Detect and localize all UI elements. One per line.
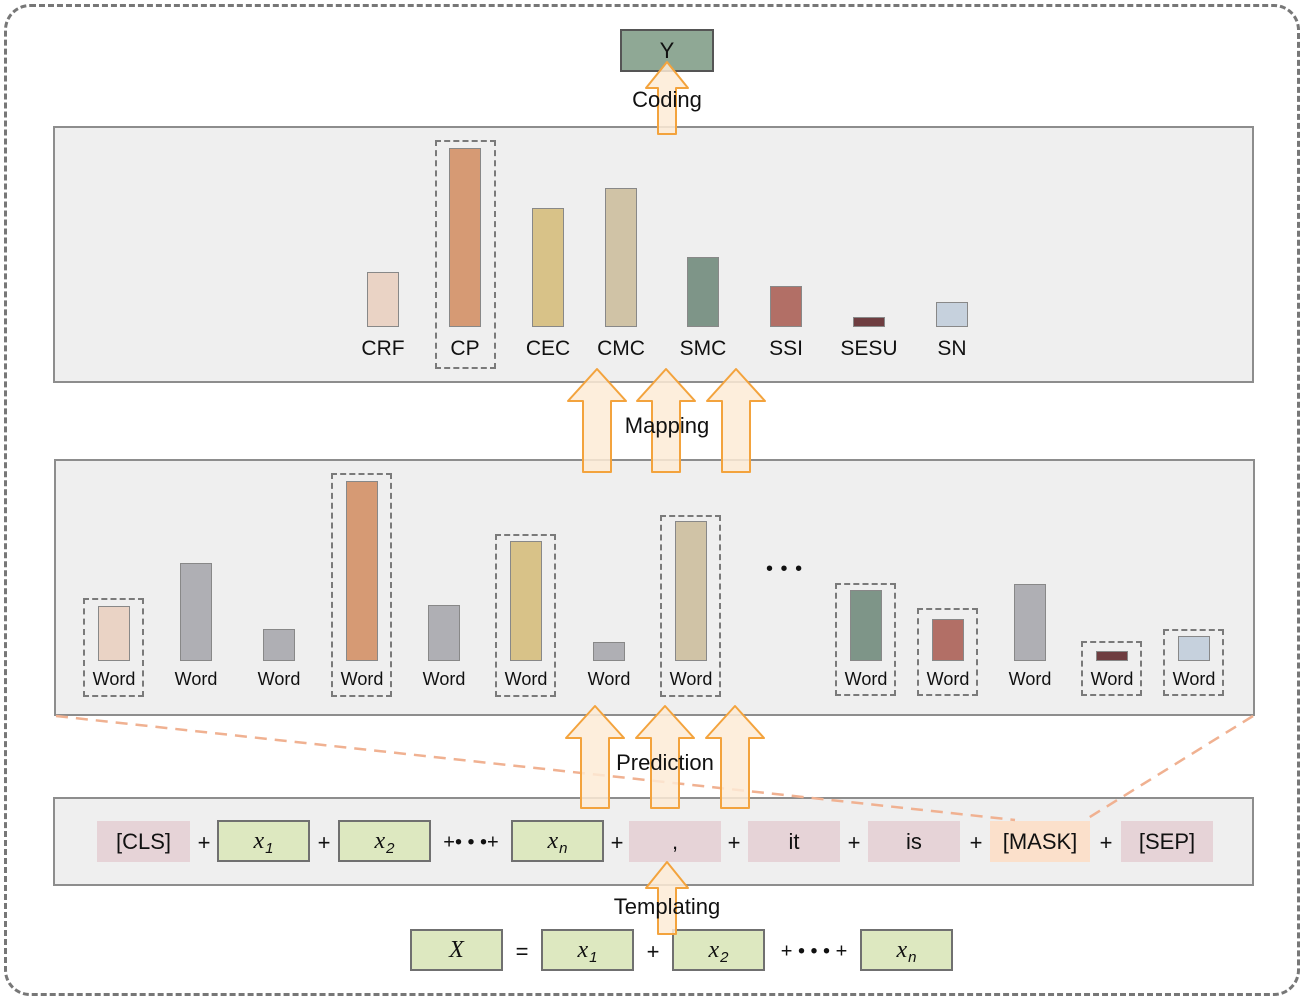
plus-t2: + <box>317 830 331 855</box>
word-bar-8 <box>675 521 707 661</box>
word-bar-10 <box>932 619 964 661</box>
coding-arrow-icon <box>645 61 689 135</box>
word-highlight-box-9 <box>835 583 896 696</box>
label-sesu: SESU <box>840 337 898 360</box>
token-sep: [SEP] <box>1121 821 1213 862</box>
token-it: it <box>748 821 840 862</box>
word-label-7: Word <box>587 669 631 689</box>
word-bar-7 <box>593 642 625 661</box>
word-highlight-box-1 <box>83 598 144 697</box>
output-y-label: Y <box>659 37 675 63</box>
mapping-arrow-3-icon <box>706 368 766 473</box>
plus-t3: + <box>610 830 624 855</box>
input-x: X <box>410 929 503 971</box>
word-highlight-box-6 <box>495 534 556 697</box>
word-highlight-box-13 <box>1163 629 1224 696</box>
bar-sn <box>936 302 968 327</box>
bar-smc <box>687 257 719 327</box>
mask-line-right <box>1084 714 1254 822</box>
bar-cec <box>532 208 564 327</box>
word-bar-9 <box>850 590 882 661</box>
word-label-2: Word <box>174 669 218 689</box>
mapping-arrow-1-icon <box>567 368 627 473</box>
word-bar-4 <box>346 481 378 661</box>
word-bar-2 <box>180 563 212 661</box>
word-label-11: Word <box>1008 669 1052 689</box>
stage-mapping: Mapping <box>624 413 710 438</box>
word-label-13: Word <box>1172 669 1216 689</box>
prediction-arrow-2-icon <box>635 705 695 809</box>
word-bar-13 <box>1178 636 1210 661</box>
equals-sign: = <box>515 939 529 964</box>
word-label-10: Word <box>926 669 970 689</box>
word-label-3: Word <box>257 669 301 689</box>
word-label-9: Word <box>844 669 888 689</box>
bar-cmc <box>605 188 637 327</box>
bar-cp <box>449 148 481 327</box>
stage-coding: Coding <box>632 87 702 112</box>
word-highlight-box-4 <box>331 473 392 697</box>
word-highlight-box-10 <box>917 608 978 696</box>
word-label-8: Word <box>669 669 713 689</box>
word-label-5: Word <box>422 669 466 689</box>
mask-line-left <box>55 714 1016 822</box>
word-panel <box>54 459 1255 716</box>
label-cp: CP <box>450 337 480 360</box>
word-bar-11 <box>1014 584 1046 661</box>
templating-arrow-icon <box>645 861 689 935</box>
dots-t: +• • •+ <box>443 831 499 854</box>
word-bar-6 <box>510 541 542 661</box>
word-ellipsis: • • • <box>766 558 804 580</box>
stage-templating: Templating <box>613 894 721 919</box>
word-bar-5 <box>428 605 460 661</box>
dots-i: + • • • + <box>780 940 848 963</box>
bar-sesu <box>853 317 885 327</box>
label-sn: SN <box>937 337 967 360</box>
word-label-12: Word <box>1090 669 1134 689</box>
word-label-6: Word <box>504 669 548 689</box>
token-comma: , <box>629 821 721 862</box>
plus-i1: + <box>646 939 660 964</box>
plus-t5: + <box>847 830 861 855</box>
plus-t4: + <box>727 830 741 855</box>
word-bar-1 <box>98 606 130 661</box>
label-ssi: SSI <box>769 337 803 360</box>
word-highlight-box-8 <box>660 515 721 697</box>
cp-highlight-box <box>435 140 496 369</box>
prediction-arrow-3-icon <box>705 705 765 809</box>
plus-t1: + <box>197 830 211 855</box>
label-smc: SMC <box>679 337 727 360</box>
word-label-1: Word <box>92 669 136 689</box>
plus-t7: + <box>1099 830 1113 855</box>
label-crf: CRF <box>361 337 405 360</box>
word-bar-3 <box>263 629 295 661</box>
bar-ssi <box>770 286 802 327</box>
label-cmc: CMC <box>597 337 645 360</box>
bar-crf <box>367 272 399 327</box>
prediction-arrow-1-icon <box>565 705 625 809</box>
label-cec: CEC <box>525 337 571 360</box>
token-is: is <box>868 821 960 862</box>
plus-t6: + <box>969 830 983 855</box>
token-mask: [MASK] <box>990 821 1090 862</box>
word-label-4: Word <box>340 669 384 689</box>
diagram-frame <box>4 4 1300 996</box>
stage-prediction: Prediction <box>616 750 714 775</box>
word-highlight-box-12 <box>1081 641 1142 696</box>
token-cls: [CLS] <box>97 821 190 862</box>
word-bar-12 <box>1096 651 1128 661</box>
mapping-arrow-2-icon <box>636 368 696 473</box>
